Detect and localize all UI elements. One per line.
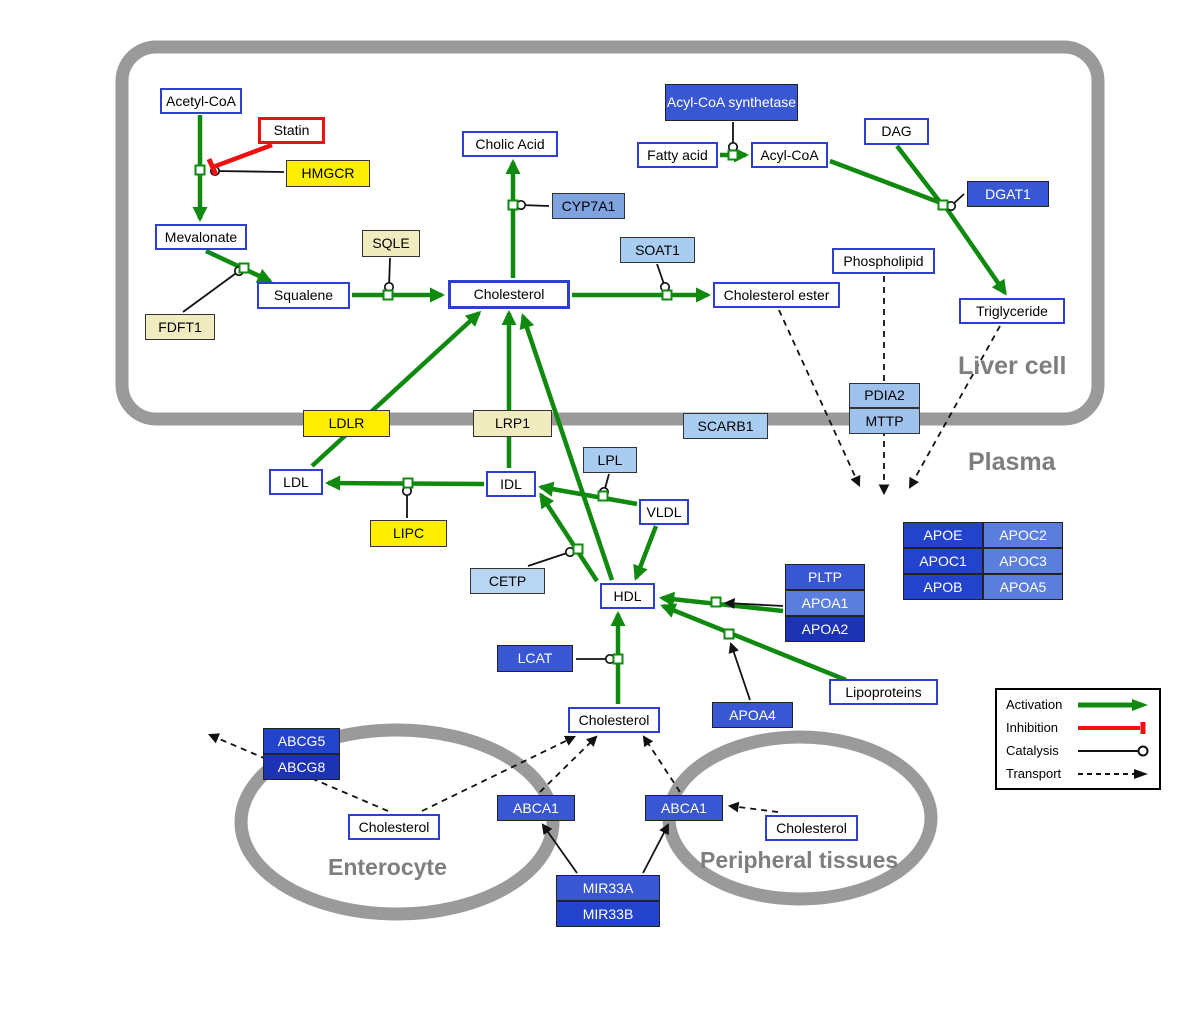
- cholic-acid-node[interactable]: Cholic Acid: [462, 131, 558, 157]
- apob-gene[interactable]: APOB: [903, 574, 983, 600]
- pltp-gene[interactable]: PLTP: [785, 564, 865, 590]
- cholesterol-enterocyte-node[interactable]: Cholesterol: [348, 814, 440, 840]
- mevalonate-node[interactable]: Mevalonate: [155, 224, 247, 250]
- catalysis-circle-icon: [1078, 745, 1149, 756]
- squalene-node[interactable]: Squalene: [257, 282, 350, 309]
- transport-arrow-icon: [1078, 768, 1148, 779]
- mir33a-gene[interactable]: MIR33A: [556, 875, 660, 901]
- inhibition-bar-icon: [1078, 721, 1146, 734]
- sqle-gene[interactable]: SQLE: [362, 230, 420, 257]
- legend-activation-label: Activation: [1006, 697, 1063, 712]
- cholesterol-peripheral-node[interactable]: Cholesterol: [765, 815, 858, 841]
- legend-activation-row: Activation: [1006, 697, 1150, 712]
- liver-cell-label: Liver cell: [958, 352, 1067, 380]
- cholesterol-liver-node[interactable]: Cholesterol: [448, 280, 570, 309]
- apoc1-gene[interactable]: APOC1: [903, 548, 983, 574]
- activation-edges: [192, 115, 1007, 704]
- acyl-coa-synthetase-gene[interactable]: Acyl-CoA synthetase: [665, 84, 798, 121]
- hmgcr-gene[interactable]: HMGCR: [286, 160, 370, 187]
- dag-node[interactable]: DAG: [864, 118, 929, 145]
- mir33b-gene[interactable]: MIR33B: [556, 901, 660, 927]
- plasma-label: Plasma: [968, 448, 1056, 476]
- cholesterol-ester-node[interactable]: Cholesterol ester: [713, 282, 840, 308]
- activation-arrow-icon: [1078, 698, 1148, 711]
- legend-catalysis-row: Catalysis: [1006, 743, 1150, 758]
- apoc2-gene[interactable]: APOC2: [983, 522, 1063, 548]
- abcg8-gene[interactable]: ABCG8: [263, 754, 340, 780]
- vldl-node[interactable]: VLDL: [639, 499, 689, 525]
- apoc3-gene[interactable]: APOC3: [983, 548, 1063, 574]
- statin-drug-node[interactable]: Statin: [258, 117, 325, 144]
- acyl-coa-node[interactable]: Acyl-CoA: [751, 142, 828, 168]
- cetp-gene[interactable]: CETP: [470, 568, 545, 594]
- apoa2-gene[interactable]: APOA2: [785, 616, 865, 642]
- ldl-node[interactable]: LDL: [269, 469, 323, 495]
- reaction-nodes: [194, 149, 949, 665]
- apoa1-gene[interactable]: APOA1: [785, 590, 865, 616]
- legend-inhibition-row: Inhibition: [1006, 720, 1150, 735]
- abca1-enterocyte-gene[interactable]: ABCA1: [497, 795, 575, 821]
- lrp1-gene[interactable]: LRP1: [473, 410, 552, 437]
- legend-catalysis-label: Catalysis: [1006, 743, 1059, 758]
- enterocyte-outline: [234, 723, 560, 921]
- legend-transport-row: Transport: [1006, 766, 1150, 781]
- peripheral-tissues-label: Peripheral tissues: [700, 847, 899, 873]
- lipoproteins-node[interactable]: Lipoproteins: [829, 679, 938, 705]
- lcat-gene[interactable]: LCAT: [497, 645, 573, 672]
- acetyl-coa-node[interactable]: Acetyl-CoA: [160, 88, 242, 114]
- enterocyte-label: Enterocyte: [328, 854, 447, 880]
- legend-transport-label: Transport: [1006, 766, 1062, 781]
- legend-inhibition-label: Inhibition: [1006, 720, 1059, 735]
- cholesterol-plasma-node[interactable]: Cholesterol: [568, 707, 660, 733]
- scarb1-gene[interactable]: SCARB1: [683, 413, 768, 439]
- catalysis-edges: [182, 122, 965, 874]
- phospholipid-node[interactable]: Phospholipid: [832, 248, 935, 274]
- fatty-acid-node[interactable]: Fatty acid: [637, 142, 718, 168]
- pdia2-gene[interactable]: PDIA2: [849, 383, 920, 408]
- liver-cell-outline: [115, 40, 1105, 426]
- dgat1-gene[interactable]: DGAT1: [967, 181, 1049, 207]
- compartment-shapes: [115, 40, 1105, 921]
- apoe-gene[interactable]: APOE: [903, 522, 983, 548]
- apoa4-gene[interactable]: APOA4: [712, 702, 793, 728]
- triglyceride-node[interactable]: Triglyceride: [959, 298, 1065, 324]
- lipc-gene[interactable]: LIPC: [370, 520, 447, 547]
- apoa5-gene[interactable]: APOA5: [983, 574, 1063, 600]
- inhibition-edge: [206, 142, 273, 177]
- hdl-node[interactable]: HDL: [600, 583, 655, 609]
- mttp-gene[interactable]: MTTP: [849, 408, 920, 434]
- fdft1-gene[interactable]: FDFT1: [145, 314, 215, 340]
- lpl-gene[interactable]: LPL: [583, 447, 637, 473]
- soat1-gene[interactable]: SOAT1: [620, 237, 695, 263]
- idl-node[interactable]: IDL: [486, 471, 536, 497]
- ldlr-gene[interactable]: LDLR: [303, 410, 390, 437]
- abcg5-gene[interactable]: ABCG5: [263, 728, 340, 754]
- cyp7a1-gene[interactable]: CYP7A1: [552, 193, 625, 219]
- abca1-peripheral-gene[interactable]: ABCA1: [645, 795, 723, 821]
- transport-edges: [208, 276, 1001, 813]
- legend-box: Activation Inhibition Catalysis Transpor…: [995, 688, 1161, 790]
